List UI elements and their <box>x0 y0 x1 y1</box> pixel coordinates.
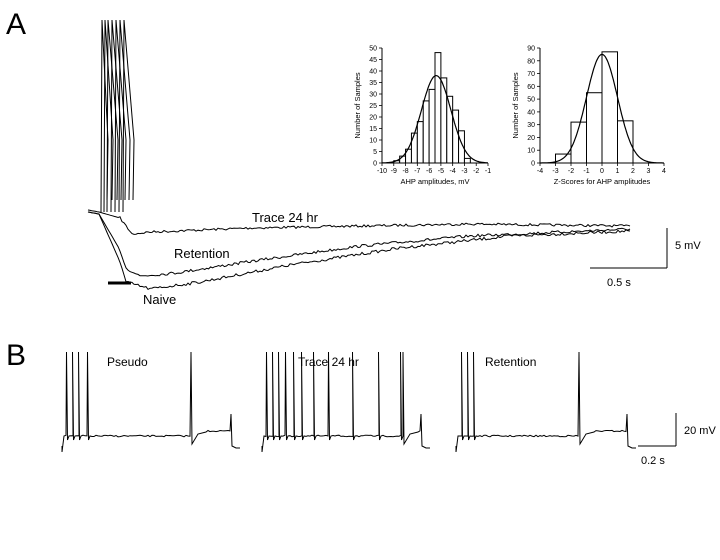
trace-label-retention-b: Retention <box>485 355 536 369</box>
histogram-bar <box>458 130 465 164</box>
histogram-bar <box>586 92 603 164</box>
histogram-z-ylabel: Number of Samples <box>511 72 520 139</box>
y-tick-label: 70 <box>527 71 535 78</box>
scale-bar-a-voltage-label: 5 mV <box>675 240 701 252</box>
x-tick-label: -3 <box>552 168 558 175</box>
histogram-bar <box>440 77 448 164</box>
action-potential-spike <box>122 19 135 213</box>
histogram-ahp-ylabel: Number of Samples <box>353 72 362 139</box>
action-potential-spike <box>114 19 127 213</box>
panel-b: B Pseudo Trace 24 hr Retention 20 mV 0.2… <box>6 339 716 467</box>
trace-label-trace-24hr: Trace 24 hr <box>252 210 319 225</box>
x-tick-label: -3 <box>461 168 467 175</box>
panel-a-letter: A <box>6 8 26 41</box>
trace-label-naive: Naive <box>143 292 176 307</box>
x-tick-label: -9 <box>391 168 397 175</box>
trace-24hr-averaged-trace <box>87 209 631 235</box>
x-tick-label: 0 <box>600 168 604 175</box>
naive-averaged-trace <box>87 211 631 291</box>
x-tick-label: 4 <box>662 168 666 175</box>
y-tick-label: 20 <box>369 115 377 122</box>
x-tick-label: -4 <box>537 168 543 175</box>
y-tick-label: 50 <box>527 97 535 104</box>
y-tick-label: 60 <box>527 84 535 91</box>
x-tick-label: -2 <box>568 168 574 175</box>
histogram-bar <box>410 132 418 164</box>
scale-bar-b-voltage-label: 20 mV <box>684 425 716 437</box>
histogram-bar <box>617 120 634 164</box>
histogram-z-xlabel: Z-Scores for AHP amplitudes <box>554 177 651 186</box>
x-tick-label: 2 <box>631 168 635 175</box>
y-tick-label: 90 <box>527 46 535 53</box>
pseudo-spike-train-trace <box>61 351 240 453</box>
y-tick-label: 35 <box>369 80 377 87</box>
histogram-z-gaussian-fit <box>540 53 664 164</box>
x-tick-label: -4 <box>450 168 456 175</box>
action-potential-spike <box>106 19 119 213</box>
x-tick-label: -7 <box>414 168 420 175</box>
scale-bar-a-time-label: 0.5 s <box>607 277 631 289</box>
scale-bar-b-time-label: 0.2 s <box>641 455 665 467</box>
x-tick-label: 1 <box>616 168 620 175</box>
x-tick-label: -10 <box>377 168 387 175</box>
histogram-bar <box>416 121 424 164</box>
histogram-ahp-bars <box>393 52 471 164</box>
histogram-ahp-amplitudes: -10-9-8-7-6-5-4-3-2-10510152025303540455… <box>353 46 491 187</box>
y-tick-label: 80 <box>527 58 535 65</box>
y-tick-label: 50 <box>369 46 377 53</box>
y-tick-label: 40 <box>527 109 535 116</box>
x-tick-label: -1 <box>583 168 589 175</box>
panel-b-letter: B <box>6 339 26 372</box>
y-tick-label: 25 <box>369 103 377 110</box>
y-tick-label: 15 <box>369 126 377 133</box>
scale-bar-b: 20 mV 0.2 s <box>638 413 716 467</box>
y-tick-label: 30 <box>369 92 377 99</box>
action-potential-burst <box>100 19 135 213</box>
y-tick-label: 0 <box>373 161 377 168</box>
x-tick-label: -1 <box>485 168 491 175</box>
y-tick-label: 30 <box>527 122 535 129</box>
y-tick-label: 45 <box>369 57 377 64</box>
x-tick-label: -5 <box>438 168 444 175</box>
y-tick-label: 40 <box>369 69 377 76</box>
retention-averaged-trace <box>87 211 631 277</box>
histogram-ahp-gaussian-fit <box>382 74 488 164</box>
histogram-bar <box>428 88 436 164</box>
action-potential-spike <box>118 19 131 213</box>
action-potential-spike <box>103 19 114 213</box>
histogram-z-bars <box>555 51 634 164</box>
y-tick-label: 0 <box>531 161 535 168</box>
y-tick-label: 20 <box>527 135 535 142</box>
x-tick-label: 3 <box>647 168 651 175</box>
retention-spike-train-trace <box>455 351 636 453</box>
y-tick-label: 5 <box>373 149 377 156</box>
y-tick-label: 10 <box>527 148 535 155</box>
histogram-bar <box>434 52 442 164</box>
action-potential-spike <box>110 19 123 213</box>
x-tick-label: -6 <box>426 168 432 175</box>
histogram-bar <box>422 100 430 164</box>
y-tick-label: 10 <box>369 138 377 145</box>
trace-label-pseudo: Pseudo <box>107 355 148 369</box>
x-tick-label: -8 <box>402 168 408 175</box>
trace-24hr-spike-train-trace <box>261 351 430 453</box>
scale-bar-a: 5 mV 0.5 s <box>590 228 701 289</box>
trace-label-trace-24hr-b: Trace 24 hr <box>298 355 359 369</box>
histogram-ahp-xlabel: AHP amplitudes, mV <box>400 177 469 186</box>
panel-a: A Trace 24 hr Retention Naive 5 mV 0.5 s… <box>6 8 701 307</box>
histogram-bar <box>463 157 471 164</box>
x-tick-label: -2 <box>473 168 479 175</box>
trace-label-retention: Retention <box>174 246 230 261</box>
